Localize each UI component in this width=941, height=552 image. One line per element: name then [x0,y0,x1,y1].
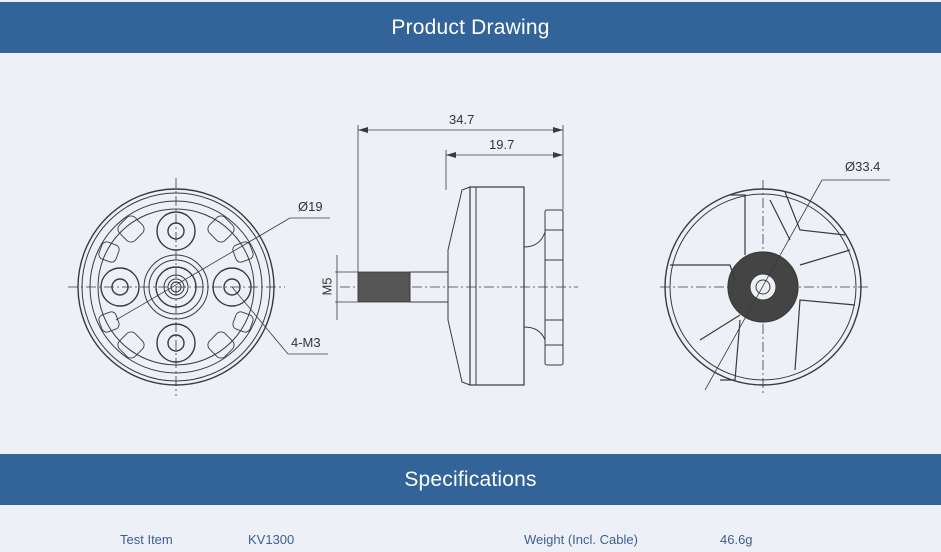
front-holes-label: 4-M3 [291,335,321,350]
front-diameter-label: Ø19 [298,199,323,214]
specifications-header: Specifications [0,454,941,505]
spec-value: KV1300 [248,532,295,547]
product-drawing-header: Product Drawing [0,2,941,53]
product-drawing: Ø19 4-M3 34.7 19.7 M5 Ø33.4 [0,53,941,453]
spec-row: Test Item KV1300 Weight (Incl. Cable) 46… [0,532,941,552]
body-length-label: 19.7 [489,137,515,152]
spec-value-2: 46.6g [720,532,753,547]
side-view-drawing [335,125,578,386]
product-drawing-title: Product Drawing [391,15,550,39]
specifications-title: Specifications [404,467,537,491]
rear-view-drawing [660,179,890,395]
spec-label-2: Weight (Incl. Cable) [524,532,638,547]
overall-length-label: 34.7 [449,112,475,127]
spec-label: Test Item [120,532,173,547]
front-view-drawing [68,178,330,396]
shaft-thread-label: M5 [319,277,335,296]
rear-diameter-label: Ø33.4 [845,159,881,174]
